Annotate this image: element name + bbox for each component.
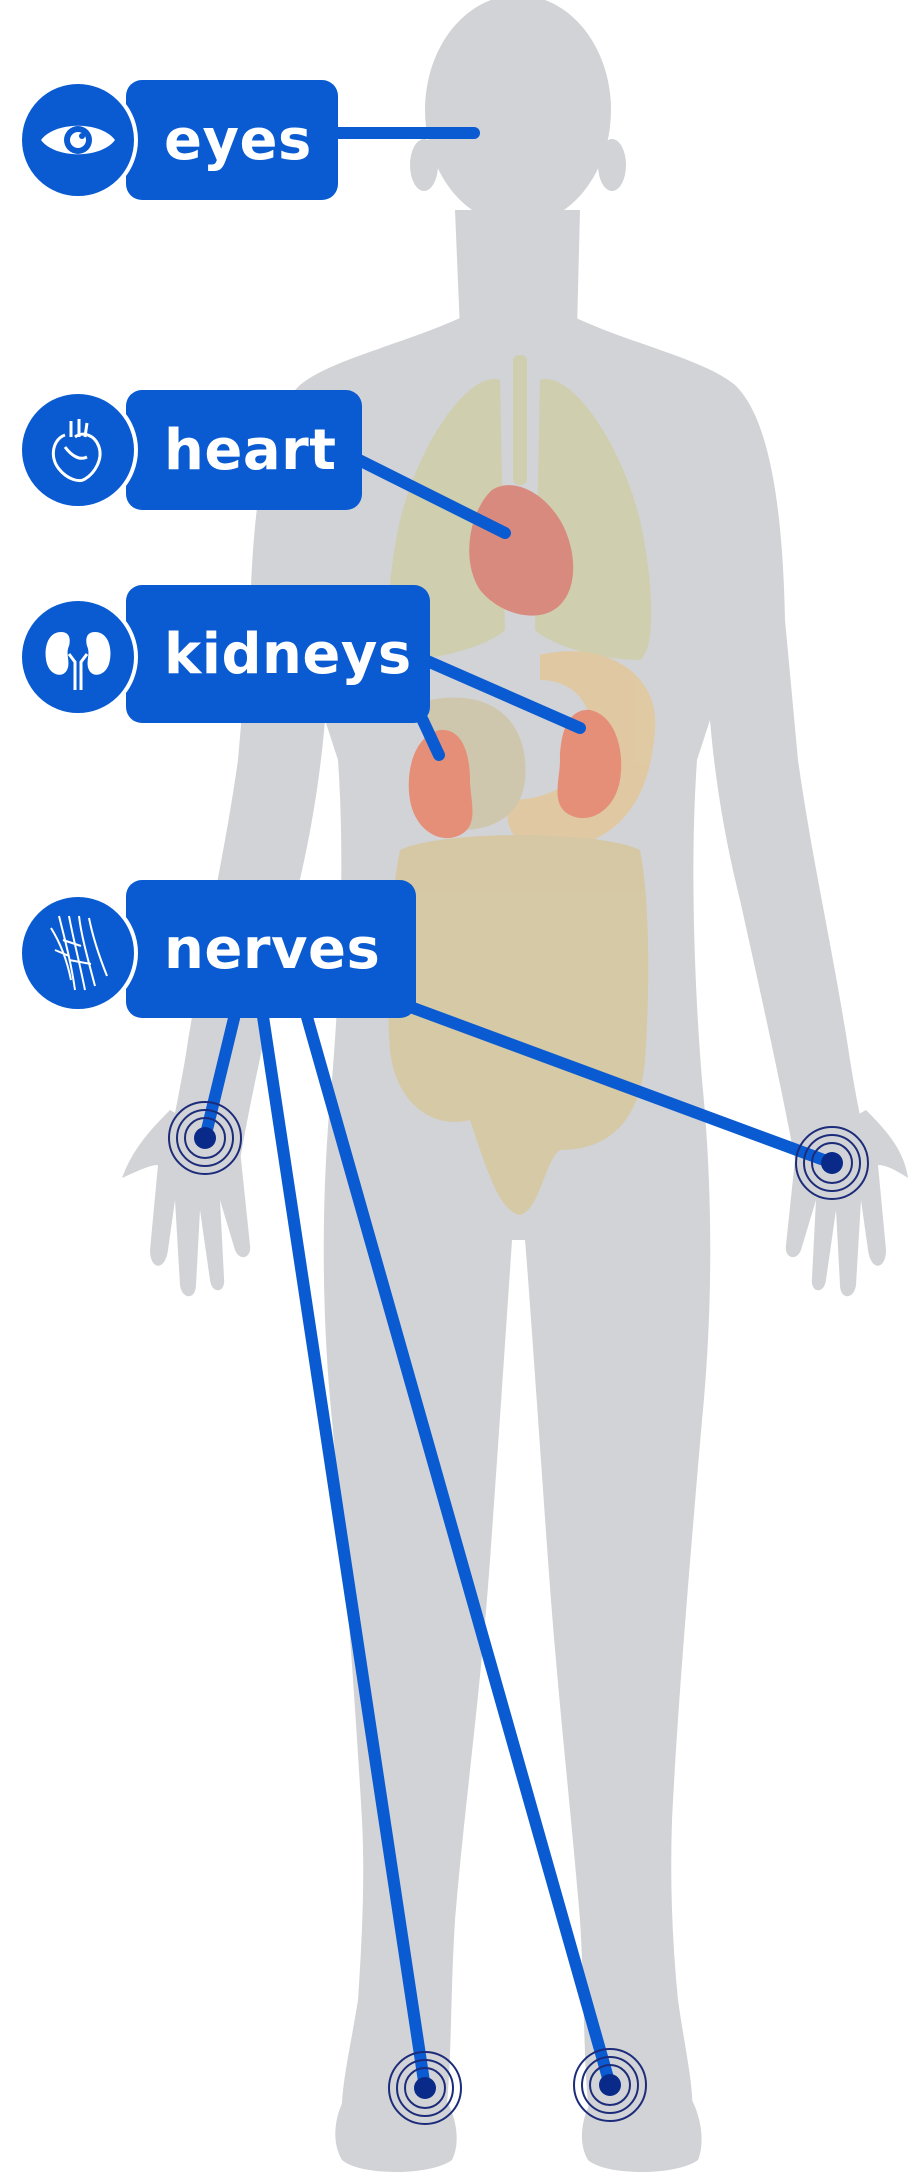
kidneys-label-text: kidneys	[164, 622, 412, 687]
heart-icon	[18, 390, 138, 510]
nerves-label-text: nerves	[164, 917, 380, 982]
nerves-label: nerves	[126, 880, 416, 1018]
eyes-label: eyes	[126, 80, 338, 200]
kidneys-label: kidneys	[126, 585, 430, 723]
nerves-icon	[18, 893, 138, 1013]
eye-icon	[18, 80, 138, 200]
heart-label-text: heart	[164, 418, 337, 483]
kidneys-icon	[18, 597, 138, 717]
heart-label: heart	[126, 390, 362, 510]
nerve-targets	[169, 1102, 868, 2124]
nerve-target-dots	[194, 1127, 843, 2099]
eyes-label-text: eyes	[164, 108, 312, 173]
